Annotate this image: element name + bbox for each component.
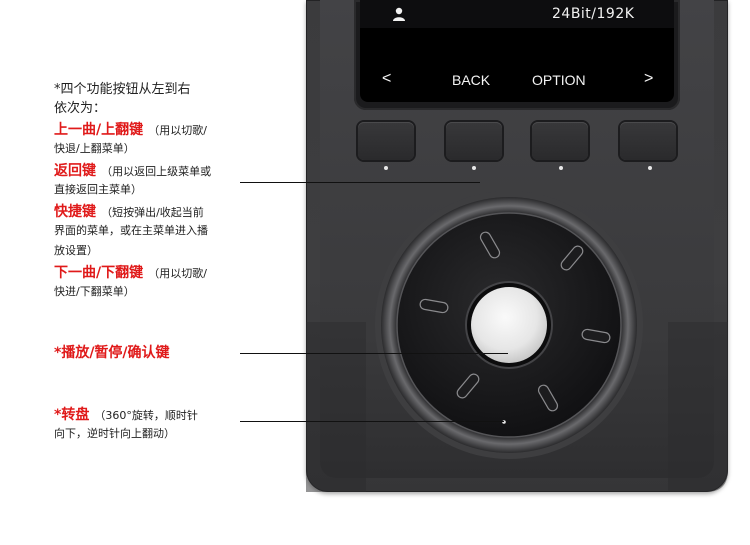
next-label: 下一曲/下翻键: [54, 265, 144, 281]
nav-option-label: OPTION: [532, 72, 586, 88]
back-desc-1: （用以返回上级菜单或: [101, 165, 212, 178]
next-button-dot: [648, 166, 652, 170]
intro-note: *四个功能按钮从左到右 依次为：: [54, 80, 191, 118]
display-screen: 24Bit/192K < BACK OPTION >: [360, 0, 674, 102]
nav-back-label: BACK: [452, 72, 491, 88]
wheel-label: *转盘: [54, 407, 90, 423]
back-button[interactable]: [446, 122, 502, 160]
nav-left-arrow: <: [382, 70, 392, 87]
leader-line-buttons: [240, 182, 480, 183]
next-desc-1: （用以切歌/: [148, 267, 207, 280]
shortcut-label: 快捷键: [54, 204, 96, 220]
next-button[interactable]: [620, 122, 676, 160]
back-annotation: 返回键 （用以返回上级菜单或 直接返回主菜单）: [54, 160, 244, 200]
wheel-annotation: *转盘 （360°旋转，顺时针 向下，逆时针向上翻动）: [54, 404, 244, 444]
prev-annotation: 上一曲/上翻键 （用以切歌/ 快退/上翻菜单）: [54, 119, 244, 159]
nav-right-arrow: >: [644, 70, 654, 87]
shortcut-annotation: 快捷键 （短按弹出/收起当前 界面的菜单，或在主菜单进入播 放设置）: [54, 201, 244, 261]
screen-frame: 24Bit/192K < BACK OPTION >: [354, 0, 680, 110]
back-button-dot: [472, 166, 476, 170]
audio-format-text: 24Bit/192K: [552, 6, 635, 22]
prev-desc-2: 快退/上翻菜单）: [54, 142, 135, 155]
screen-nav-bar: < BACK OPTION >: [360, 70, 674, 92]
back-label: 返回键: [54, 163, 96, 179]
wheel-desc-2: 向下，逆时针向上翻动）: [54, 427, 175, 440]
scroll-wheel[interactable]: [374, 190, 644, 460]
leader-line-wheel: [240, 421, 504, 422]
prev-label: 上一曲/上翻键: [54, 122, 144, 138]
play-confirm-button: [471, 287, 547, 363]
shortcut-desc-2: 界面的菜单，或在主菜单进入播: [54, 224, 208, 237]
screen-status-bar: 24Bit/192K: [360, 0, 674, 28]
next-desc-2: 快进/下翻菜单）: [54, 285, 135, 298]
prev-button[interactable]: [358, 122, 414, 160]
shortcut-desc-1: （短按弹出/收起当前: [101, 206, 204, 219]
wheel-desc-1: （360°旋转，顺时针: [94, 409, 198, 422]
shortcut-button-dot: [559, 166, 563, 170]
intro-line-1: *四个功能按钮从左到右: [54, 82, 191, 97]
play-annotation: *播放/暂停/确认键: [54, 342, 170, 362]
intro-line-2: 依次为：: [54, 101, 107, 116]
person-icon: [393, 7, 405, 21]
prev-desc-1: （用以切歌/: [148, 124, 207, 137]
leader-line-center: [240, 353, 508, 354]
device-lower-face: [306, 322, 728, 492]
play-label: *播放/暂停/确认键: [54, 345, 170, 361]
prev-button-dot: [384, 166, 388, 170]
shortcut-button[interactable]: [532, 122, 588, 160]
back-desc-2: 直接返回主菜单）: [54, 183, 142, 196]
shortcut-desc-3: 放设置）: [54, 244, 98, 257]
next-annotation: 下一曲/下翻键 （用以切歌/ 快进/下翻菜单）: [54, 262, 244, 302]
